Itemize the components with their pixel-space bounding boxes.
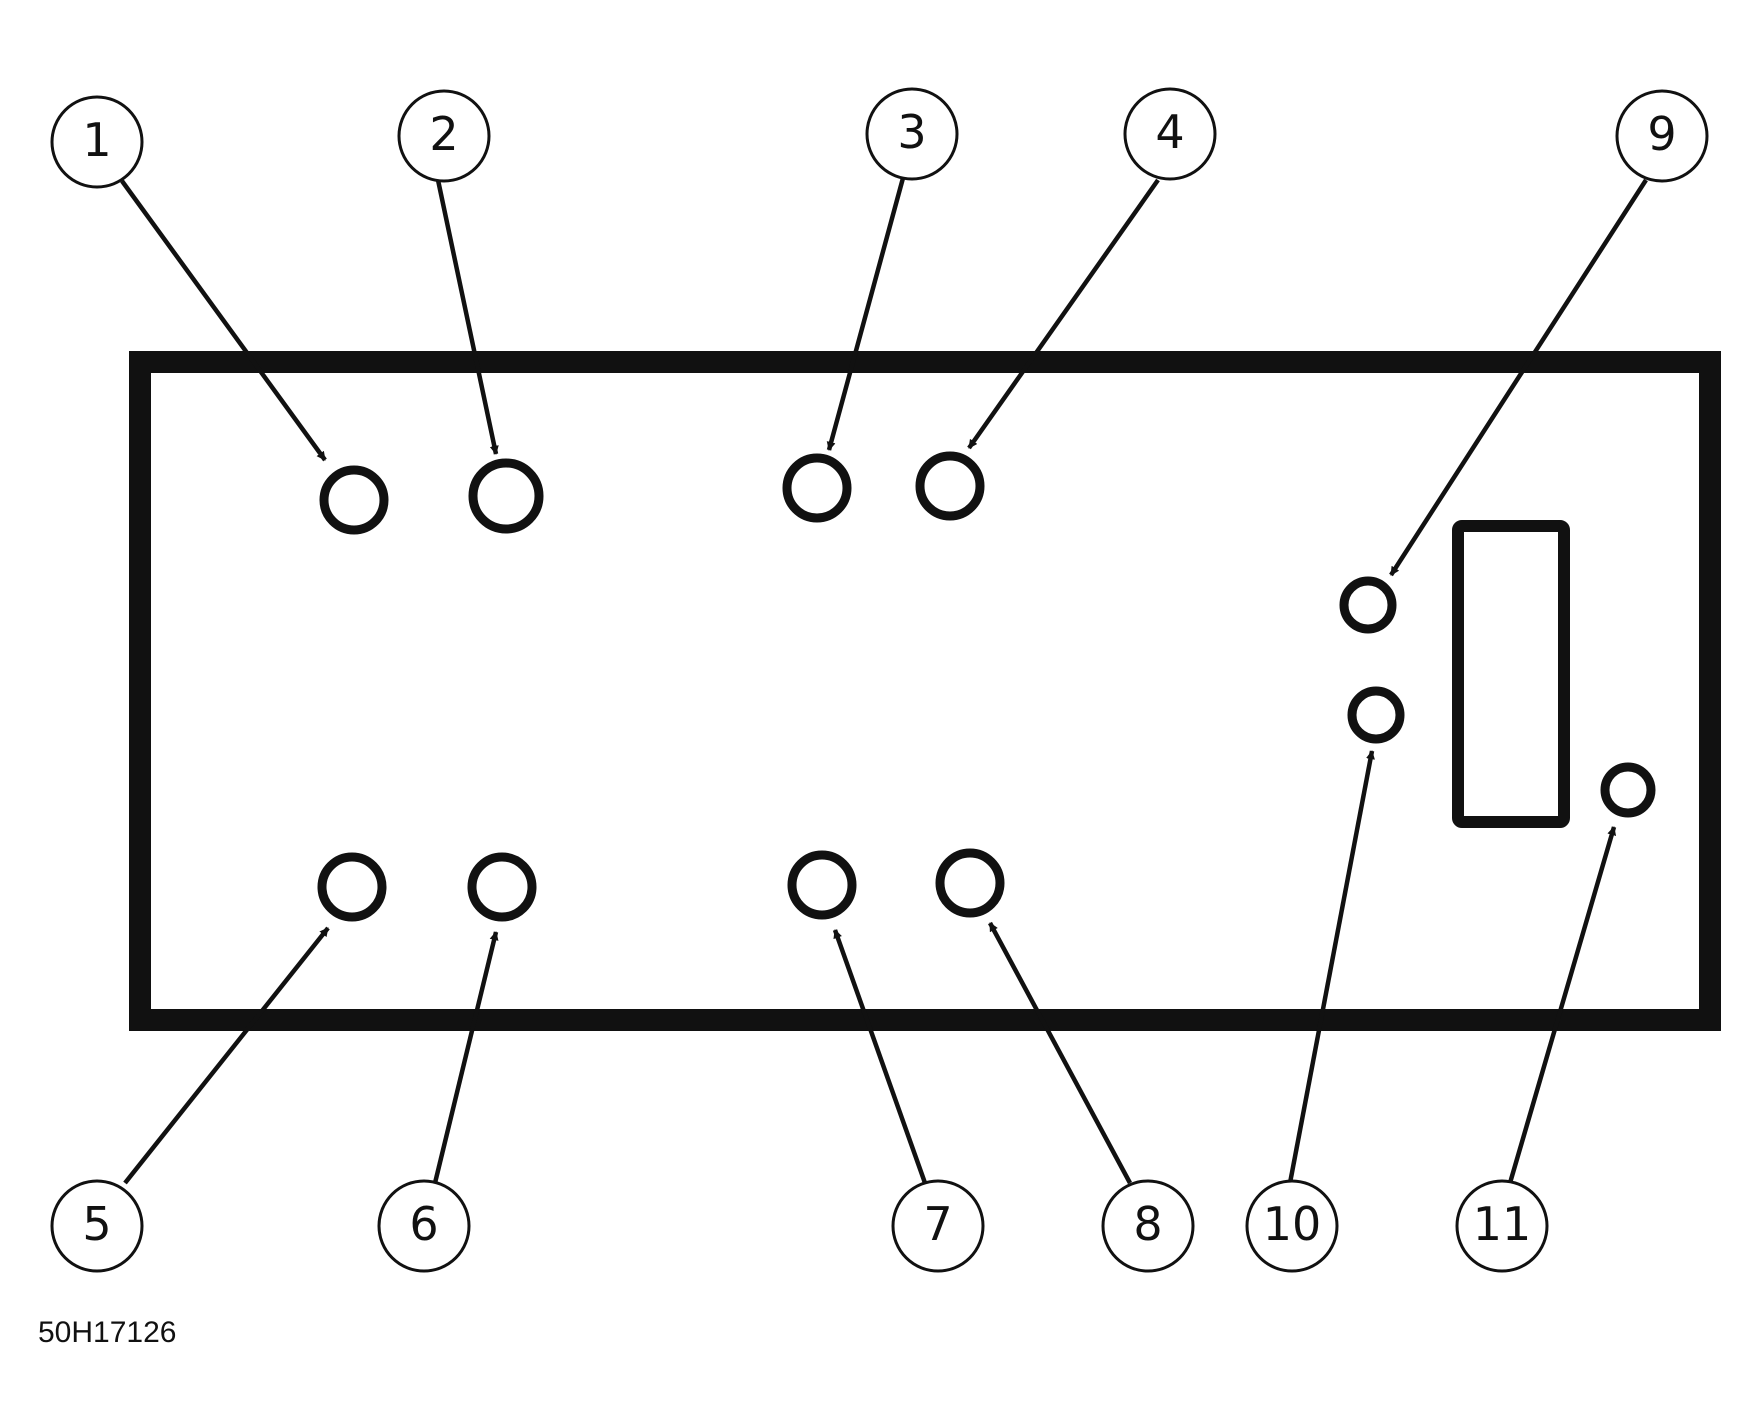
callout-6: 6 — [377, 1179, 471, 1273]
connector-slot — [1452, 520, 1570, 828]
callout-4: 4 — [1123, 87, 1217, 181]
callout-10: 10 — [1245, 1179, 1339, 1273]
callout-6-label: 6 — [409, 1197, 438, 1251]
leader-3 — [826, 177, 906, 451]
terminal-10[interactable] — [1347, 686, 1405, 744]
terminal-6[interactable] — [467, 852, 537, 922]
callout-3-label: 3 — [897, 105, 926, 159]
callout-1-label: 1 — [82, 113, 111, 167]
leader-8 — [988, 921, 1132, 1185]
leader-10 — [1287, 750, 1375, 1184]
figure-code: 50H17126 — [38, 1316, 176, 1349]
leader-6 — [432, 931, 499, 1184]
callout-3: 3 — [865, 87, 959, 181]
leader-2 — [435, 179, 499, 455]
terminal-4[interactable] — [915, 451, 985, 521]
callout-10-label: 10 — [1263, 1197, 1322, 1251]
callout-9: 9 — [1615, 89, 1709, 183]
callout-7: 7 — [891, 1179, 985, 1273]
callout-11: 11 — [1455, 1179, 1549, 1273]
callout-11-label: 11 — [1473, 1197, 1532, 1251]
terminal-3[interactable] — [782, 453, 852, 523]
leader-11 — [1507, 826, 1617, 1184]
callout-5: 5 — [50, 1179, 144, 1273]
leader-4 — [967, 178, 1160, 450]
terminal-11[interactable] — [1600, 762, 1656, 818]
callout-8: 8 — [1101, 1179, 1195, 1273]
leader-1 — [120, 179, 327, 462]
callout-9-label: 9 — [1647, 107, 1676, 161]
leader-9 — [1389, 178, 1648, 577]
callout-5-label: 5 — [82, 1197, 111, 1251]
callout-2: 2 — [397, 89, 491, 183]
leader-7 — [832, 929, 928, 1184]
terminal-1[interactable] — [319, 465, 389, 535]
terminal-8[interactable] — [935, 848, 1005, 918]
callout-4-label: 4 — [1155, 105, 1184, 159]
terminal-7[interactable] — [787, 850, 857, 920]
callout-8-label: 8 — [1133, 1197, 1162, 1251]
terminal-5[interactable] — [317, 852, 387, 922]
terminal-9[interactable] — [1339, 576, 1397, 634]
callout-2-label: 2 — [429, 107, 458, 161]
terminal-2[interactable] — [468, 458, 544, 534]
callout-7-label: 7 — [923, 1197, 952, 1251]
leader-5 — [123, 926, 330, 1185]
callout-1: 1 — [50, 95, 144, 189]
